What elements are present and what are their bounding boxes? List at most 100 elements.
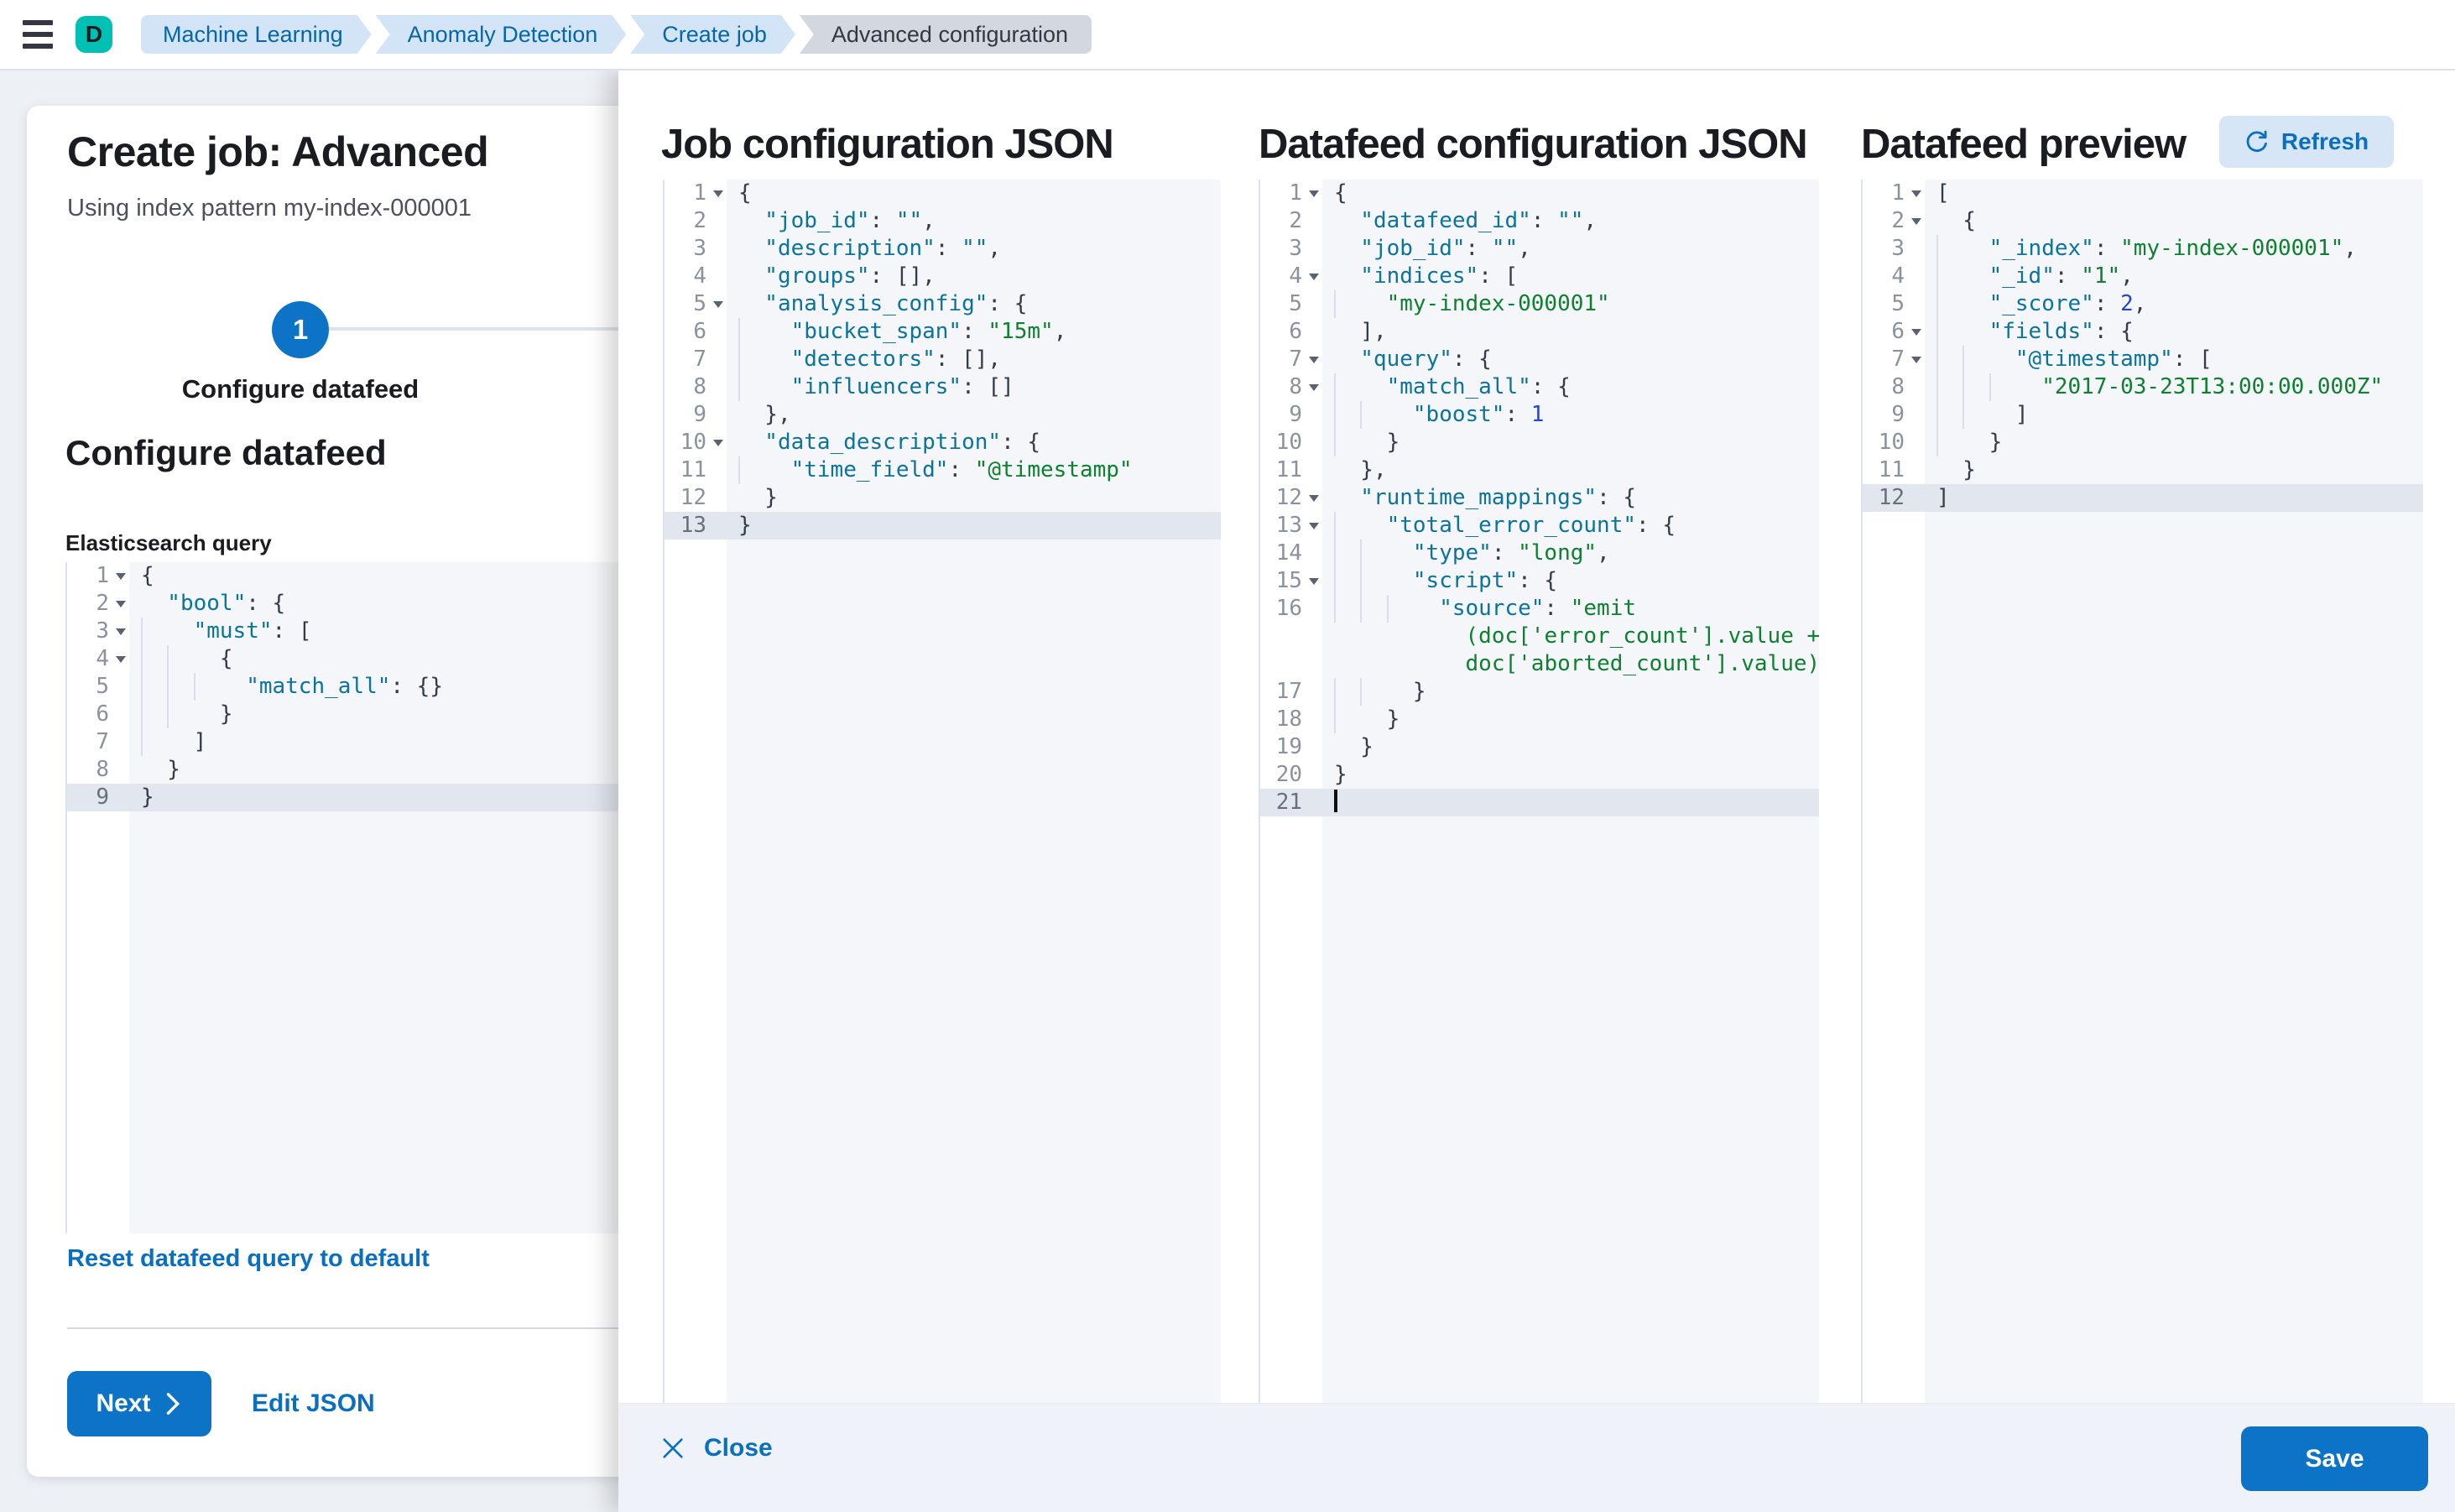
code-line: 5"analysis_config": { xyxy=(693,291,1028,316)
code-line: 4"groups": [], xyxy=(693,263,936,289)
fold-arrow-icon[interactable] xyxy=(713,440,723,446)
breadcrumb-item-machine-learning[interactable]: Machine Learning xyxy=(141,15,372,54)
space-avatar[interactable]: D xyxy=(76,16,112,53)
fold-arrow-icon[interactable] xyxy=(713,190,723,197)
code-line: 9] xyxy=(1891,401,2029,429)
code-line: 6} xyxy=(96,701,233,728)
code-line: 7"query": { xyxy=(1289,347,1492,372)
next-button[interactable]: Next xyxy=(67,1371,211,1436)
code-line: 3"description": "", xyxy=(693,236,1002,261)
fold-arrow-icon[interactable] xyxy=(1309,357,1319,363)
code-line: 4"_id": "1", xyxy=(1891,263,2134,290)
close-icon xyxy=(663,1438,683,1458)
fold-arrow-icon[interactable] xyxy=(1309,384,1319,391)
code-line: 4{ xyxy=(96,645,233,673)
code-line: 1{ xyxy=(1289,180,1347,206)
fold-arrow-icon[interactable] xyxy=(1309,274,1319,280)
step-connector-line xyxy=(329,327,665,331)
code-line: 10"data_description": { xyxy=(680,430,1041,455)
fold-arrow-icon[interactable] xyxy=(116,573,126,580)
step-1-indicator[interactable]: 1 xyxy=(272,301,329,358)
code-line: 2"job_id": "", xyxy=(693,208,936,233)
job-config-editor[interactable]: 1{2"job_id": "", 3"description": "",4"gro… xyxy=(663,180,1221,1403)
code-line: 3"must": [ xyxy=(96,618,312,645)
fold-arrow-icon[interactable] xyxy=(116,601,126,607)
fold-arrow-icon[interactable] xyxy=(1911,329,1921,336)
code-line: 1[ xyxy=(1891,180,1950,206)
code-line: 18} xyxy=(1275,706,1400,733)
breadcrumb-item-anomaly-detection[interactable]: Anomaly Detection xyxy=(376,15,627,54)
code-line: 16"source": "emit xyxy=(1275,595,1637,623)
section-heading: Configure datafeed xyxy=(65,433,387,472)
code-line: 11} xyxy=(1878,457,1976,482)
page-title: Create job: Advanced xyxy=(67,128,489,175)
code-line: 1{ xyxy=(96,563,154,588)
code-line: 2"datafeed_id": "", xyxy=(1289,208,1598,233)
fold-arrow-icon[interactable] xyxy=(1911,218,1921,225)
code-line: 6"fields": { xyxy=(1891,318,2134,346)
elasticsearch-query-editor[interactable]: 1{ 2"bool": {3"must": [4{5"match_all": {}… xyxy=(65,562,646,1233)
code-line: 11}, xyxy=(1275,457,1387,482)
menu-icon[interactable] xyxy=(0,0,76,70)
code-line: 13} xyxy=(665,512,1221,540)
form-divider xyxy=(67,1327,646,1329)
close-button-label: Close xyxy=(704,1434,773,1462)
code-line: 9}, xyxy=(693,402,791,427)
fold-arrow-icon[interactable] xyxy=(116,656,126,663)
code-line: 9"boost": 1 xyxy=(1289,401,1545,429)
datafeed-config-editor[interactable]: 1{2"datafeed_id": "",3"job_id": "",4"ind… xyxy=(1259,180,1819,1403)
breadcrumb-item-create-job[interactable]: Create job xyxy=(630,15,795,54)
code-line: 2"bool": { xyxy=(96,591,286,616)
code-line: (doc['error_count'].value + xyxy=(1334,623,1819,649)
code-line: 14"type": "long", xyxy=(1275,540,1610,567)
fold-arrow-icon[interactable] xyxy=(1309,495,1319,502)
datafeed-preview-editor[interactable]: 1[2{3"_index": "my-index-000001",4"_id":… xyxy=(1861,180,2423,1403)
fold-arrow-icon[interactable] xyxy=(1309,523,1319,529)
code-line: 13"total_error_count": { xyxy=(1275,512,1676,540)
fold-arrow-icon[interactable] xyxy=(1911,357,1921,363)
code-line: 1{ xyxy=(693,180,752,206)
refresh-icon xyxy=(2246,130,2267,152)
code-line: 20} xyxy=(1275,762,1347,787)
step-1-label: Configure datafeed xyxy=(181,374,420,404)
save-button[interactable]: Save xyxy=(2241,1426,2428,1491)
code-line: 7] xyxy=(96,728,207,756)
code-line: doc['aborted_count'].value)" xyxy=(1334,651,1819,676)
code-line: 11"time_field": "@timestamp" xyxy=(680,456,1133,484)
code-line: 12} xyxy=(680,485,778,510)
elasticsearch-query-label: Elasticsearch query xyxy=(65,530,272,555)
code-line: 3"_index": "my-index-000001", xyxy=(1891,235,2357,263)
fold-arrow-icon[interactable] xyxy=(713,301,723,308)
close-button[interactable]: Close xyxy=(660,1434,773,1462)
reset-datafeed-query-link[interactable]: Reset datafeed query to default xyxy=(67,1245,430,1272)
code-line: 19} xyxy=(1275,734,1373,759)
code-line: 6], xyxy=(1289,319,1387,344)
code-line: 12"runtime_mappings": { xyxy=(1275,485,1637,510)
edit-json-link[interactable]: Edit JSON xyxy=(252,1389,375,1417)
fold-arrow-icon[interactable] xyxy=(1911,190,1921,197)
code-line: 8"2017-03-23T13:00:00.000Z" xyxy=(1891,373,2384,401)
code-line: 15"script": { xyxy=(1275,567,1558,595)
advanced-editor-flyout: Job configuration JSON Datafeed configur… xyxy=(618,70,2455,1512)
job-config-title: Job configuration JSON xyxy=(661,122,1114,167)
fold-arrow-icon[interactable] xyxy=(1309,578,1319,585)
code-line: 8"influencers": [] xyxy=(693,373,1014,401)
fold-arrow-icon[interactable] xyxy=(116,628,126,635)
code-line: 9} xyxy=(67,784,646,811)
datafeed-config-title: Datafeed configuration JSON xyxy=(1259,122,1808,167)
index-pattern-subtitle: Using index pattern my-index-000001 xyxy=(67,195,472,222)
code-line: 5"match_all": {} xyxy=(96,673,443,701)
code-line: 4"indices": [ xyxy=(1289,263,1519,289)
code-line: 17} xyxy=(1275,678,1426,706)
chevron-right-icon xyxy=(166,1393,180,1415)
code-line: 2{ xyxy=(1891,208,1976,233)
breadcrumb-item-advanced-configuration: Advanced configuration xyxy=(799,15,1092,54)
code-line: 12] xyxy=(1863,484,2423,512)
refresh-button[interactable]: Refresh xyxy=(2219,116,2394,168)
refresh-button-label: Refresh xyxy=(2280,128,2369,154)
code-line: 5"my-index-000001" xyxy=(1289,290,1610,318)
flyout-footer: Close Save xyxy=(618,1403,2455,1512)
fold-arrow-icon[interactable] xyxy=(1309,190,1319,197)
